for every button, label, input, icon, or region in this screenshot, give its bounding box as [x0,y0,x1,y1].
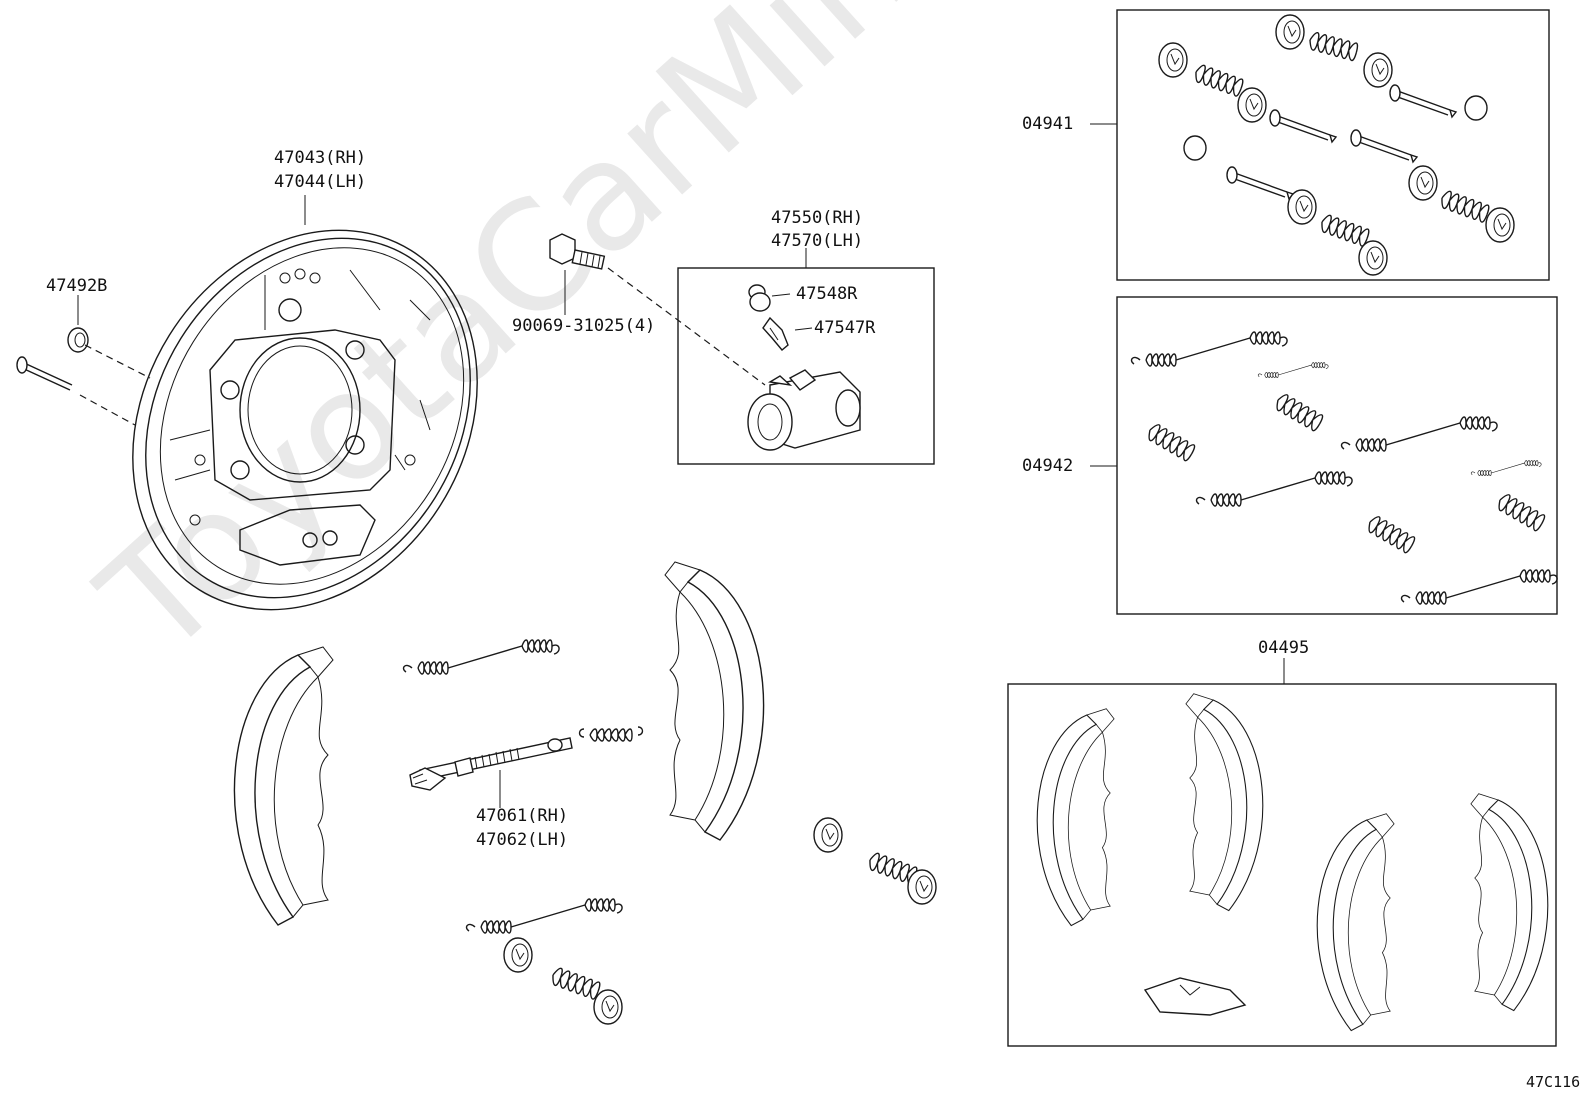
plug-47492B [67,295,89,353]
hold-down-cup-4 [593,989,623,1025]
kit-04941-contents [1158,14,1515,276]
wheel-cylinder [747,369,861,451]
label-backing-plate-lh: 47044(LH) [274,172,367,192]
return-spring-lower [465,898,623,934]
backing-plate [132,229,478,611]
label-bleeder-plug: 47547R [814,318,876,338]
kit-04495-contents [1036,693,1549,1032]
label-adjuster-lh: 47062(LH) [476,830,569,850]
shoe-hold-pin-left [16,356,73,391]
label-adjuster-rh: 47061(RH) [476,806,569,826]
bleeder-cap [748,284,791,312]
brake-shoe-left [233,646,334,926]
kit-04495-box [1007,683,1557,1047]
label-kit-04941: 04941 [1022,114,1074,134]
label-kit-04942: 04942 [1022,456,1074,476]
label-backing-plate-rh: 47043(RH) [274,148,367,168]
adjuster-spring [578,726,644,742]
hold-down-spring-2 [549,965,602,1001]
kit-04941-box [1116,9,1550,281]
hold-down-cup-3 [503,937,533,973]
label-wheel-cylinder-rh: 47550(RH) [771,208,864,228]
label-plug: 47492B [46,276,108,296]
figure-code: 47C116 [1526,1073,1581,1091]
kit-04942-box [1116,296,1558,615]
kit-04942-contents [1130,331,1558,605]
label-kit-04495: 04495 [1258,638,1310,658]
return-spring-upper [402,639,560,675]
bolt-90069 [549,233,606,315]
label-wheel-cylinder-lh: 47570(LH) [771,231,864,251]
label-bolt: 90069-31025(4) [512,316,656,336]
bleeder-plug [762,316,813,351]
hold-down-cup-1 [813,817,843,853]
label-bleeder-cap: 47548R [796,284,858,304]
hold-down-cup-2 [907,869,937,905]
shoe-adjuster [409,737,573,791]
brake-shoe-right [664,561,765,841]
